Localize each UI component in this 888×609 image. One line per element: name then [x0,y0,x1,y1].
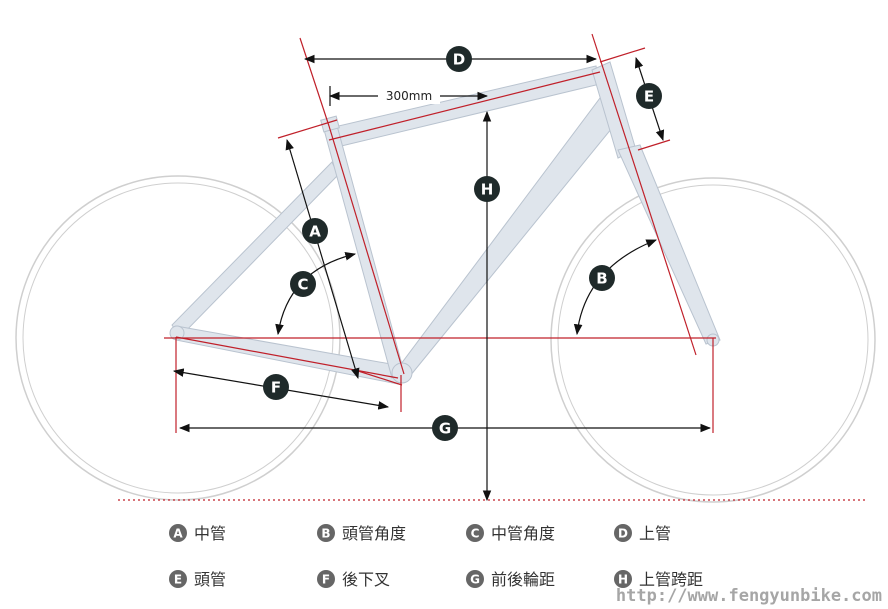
legend-item-f: F 後下叉 [317,570,390,589]
marker-g: G [432,415,458,441]
svg-text:B: B [321,527,330,541]
rear-dropout [169,325,185,341]
front-wheel [550,177,876,503]
legend-item-a: A 中管 [169,524,226,543]
svg-text:上管跨距: 上管跨距 [639,570,703,589]
svg-text:A: A [173,527,183,541]
svg-text:D: D [618,527,628,541]
legend-item-h: H 上管跨距 [614,570,703,589]
marker-b: B [589,265,615,291]
svg-text:A: A [309,223,321,241]
marker-a: A [302,218,328,244]
svg-text:E: E [644,88,654,106]
svg-text:頭管: 頭管 [194,570,226,589]
measure-label: 300mm [386,89,432,103]
seat-collar [320,115,340,133]
svg-text:中管: 中管 [194,524,226,543]
marker-h: H [474,176,500,202]
marker-d: D [446,46,472,72]
svg-text:G: G [439,420,451,438]
svg-text:上管: 上管 [639,524,671,543]
legend-item-c: C 中管角度 [466,524,555,543]
svg-text:F: F [271,379,281,397]
marker-f: F [263,374,289,400]
marker-c: C [290,271,316,297]
watermark: http://www.fengyunbike.com [616,586,882,606]
legend: A 中管 B 頭管角度 C 中管角度 D 上管 E 頭管 F 後下叉 G 前後輪距 H 上管跨距 [169,524,703,589]
seat-tube [322,121,405,379]
legend-item-g: G 前後輪距 [466,570,555,589]
svg-text:H: H [618,573,628,587]
svg-text:頭管角度: 頭管角度 [342,524,406,543]
svg-text:C: C [297,276,308,294]
legend-item-d: D 上管 [614,524,671,543]
top-tube [329,65,601,149]
arc-c [275,252,357,336]
svg-text:G: G [470,573,480,587]
svg-text:後下叉: 後下叉 [342,570,390,589]
markers: D E H A C B F G [263,46,662,441]
svg-text:H: H [481,181,494,199]
svg-text:C: C [471,527,480,541]
marker-e: E [636,83,662,109]
svg-text:E: E [174,573,182,587]
svg-text:B: B [596,270,607,288]
arc-b [573,239,658,336]
down-tube [394,88,613,377]
chain-stay [175,325,403,385]
fork [617,144,721,345]
svg-text:F: F [322,573,330,587]
svg-text:D: D [453,51,465,69]
svg-text:前後輪距: 前後輪距 [491,570,555,589]
legend-item-e: E 頭管 [169,570,226,589]
legend-item-b: B 頭管角度 [317,524,406,543]
svg-text:中管角度: 中管角度 [491,524,555,543]
